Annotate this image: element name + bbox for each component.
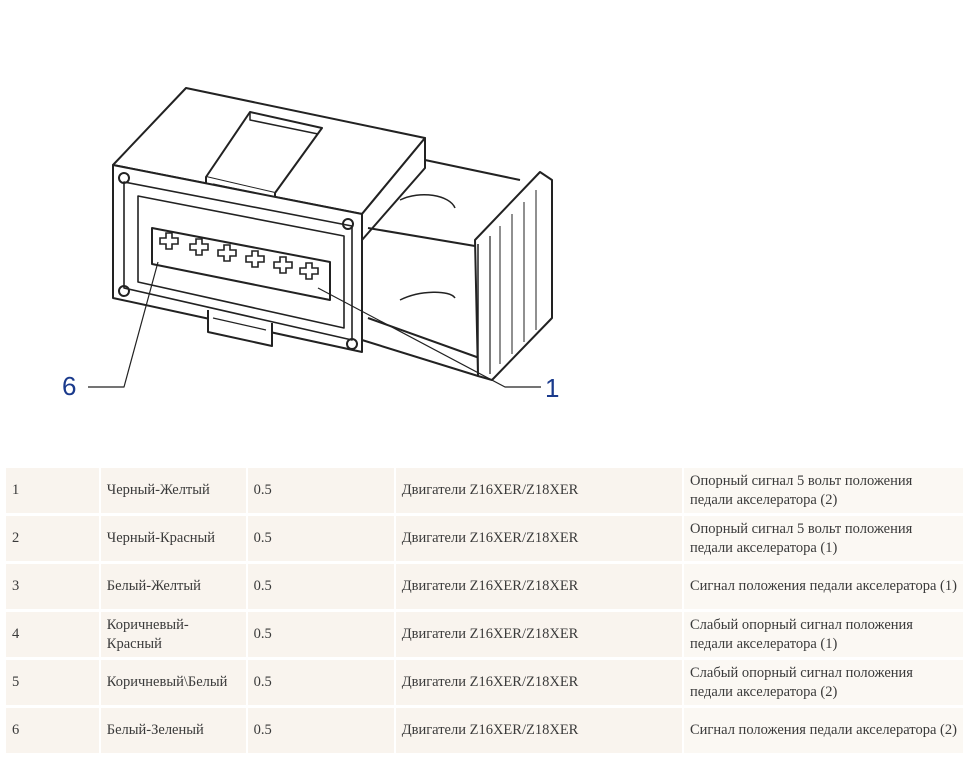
- table-row: 4 Коричневый-Красный 0.5 Двигатели Z16XE…: [6, 612, 963, 657]
- pin-number: 6: [6, 708, 99, 753]
- rear-cap: [474, 171, 553, 381]
- pin-2-icon: [273, 256, 293, 274]
- table-row: 2 Черный-Красный 0.5 Двигатели Z16XER/Z1…: [6, 516, 963, 561]
- pin-number: 3: [6, 564, 99, 609]
- pin-6-icon: [159, 232, 179, 250]
- leader-line-6: [88, 261, 159, 388]
- pin-5-icon: [189, 238, 209, 256]
- table-row: 5 Коричневый\Белый 0.5 Двигатели Z16XER/…: [6, 660, 963, 705]
- pin-1-icon: [299, 262, 319, 280]
- wire-cross-section: 0.5: [247, 708, 394, 753]
- wire-color: Коричневый\Белый: [100, 660, 246, 705]
- engine-applicability: Двигатели Z16XER/Z18XER: [395, 564, 682, 609]
- engine-applicability: Двигатели Z16XER/Z18XER: [395, 468, 682, 513]
- signal-description: Слабый опорный сигнал положения педали а…: [684, 612, 963, 657]
- wire-cross-section: 0.5: [247, 468, 394, 513]
- signal-description: Опорный сигнал 5 вольт положения педали …: [684, 516, 963, 561]
- connector-diagram: [88, 87, 553, 388]
- pin-4-icon: [217, 244, 237, 262]
- engine-applicability: Двигатели Z16XER/Z18XER: [395, 660, 682, 705]
- wire-cross-section: 0.5: [247, 660, 394, 705]
- pin-3-icon: [245, 250, 265, 268]
- engine-applicability: Двигатели Z16XER/Z18XER: [395, 516, 682, 561]
- wire-cross-section: 0.5: [247, 612, 394, 657]
- table-row: 6 Белый-Зеленый 0.5 Двигатели Z16XER/Z18…: [6, 708, 963, 753]
- leader-line-1: [317, 287, 541, 388]
- table-row: 1 Черный-Желтый 0.5 Двигатели Z16XER/Z18…: [6, 468, 963, 513]
- signal-description: Сигнал положения педали акселератора (2): [684, 708, 963, 753]
- pinout-table: 1 Черный-Желтый 0.5 Двигатели Z16XER/Z18…: [4, 465, 965, 756]
- wire-color: Черный-Красный: [100, 516, 246, 561]
- wire-cross-section: 0.5: [247, 516, 394, 561]
- callout-1: 1: [545, 373, 560, 403]
- signal-description: Опорный сигнал 5 вольт положения педали …: [684, 468, 963, 513]
- pin-number: 5: [6, 660, 99, 705]
- wire-color: Черный-Желтый: [100, 468, 246, 513]
- signal-description: Сигнал положения педали акселератора (1): [684, 564, 963, 609]
- callout-6: 6: [62, 371, 77, 401]
- signal-description: Слабый опорный сигнал положения педали а…: [684, 660, 963, 705]
- pin-number: 4: [6, 612, 99, 657]
- wire-color: Белый-Зеленый: [100, 708, 246, 753]
- wire-cross-section: 0.5: [247, 564, 394, 609]
- engine-applicability: Двигатели Z16XER/Z18XER: [395, 612, 682, 657]
- wire-color: Коричневый-Красный: [100, 612, 246, 657]
- pin-number: 2: [6, 516, 99, 561]
- pin-number: 1: [6, 468, 99, 513]
- engine-applicability: Двигатели Z16XER/Z18XER: [395, 708, 682, 753]
- table-row: 3 Белый-Желтый 0.5 Двигатели Z16XER/Z18X…: [6, 564, 963, 609]
- wire-color: Белый-Желтый: [100, 564, 246, 609]
